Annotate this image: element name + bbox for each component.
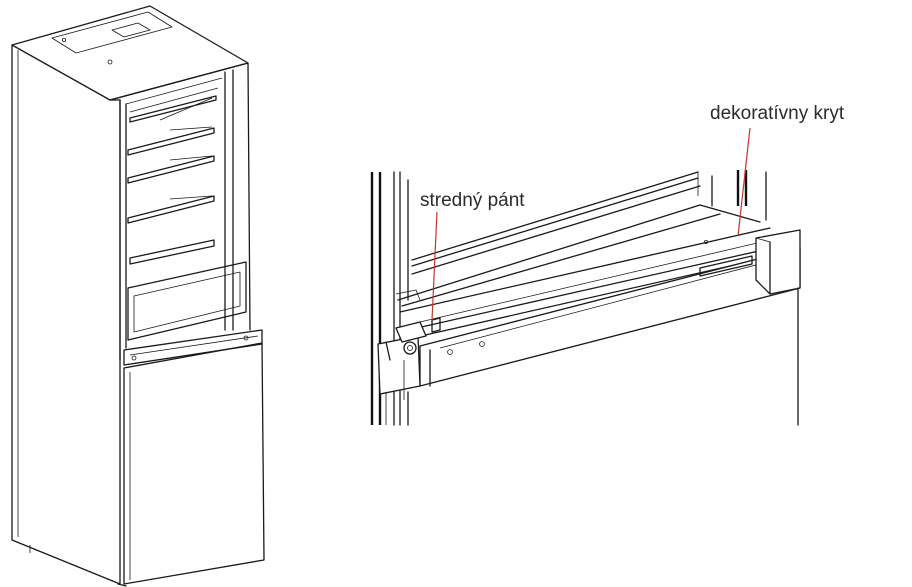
hinge-detail-illustration: [370, 127, 801, 426]
refrigerator-illustration: [11, 5, 265, 587]
label-middle-hinge: stredný pánt: [420, 190, 525, 211]
label-decorative-cover: dekoratívny kryt: [710, 103, 845, 124]
